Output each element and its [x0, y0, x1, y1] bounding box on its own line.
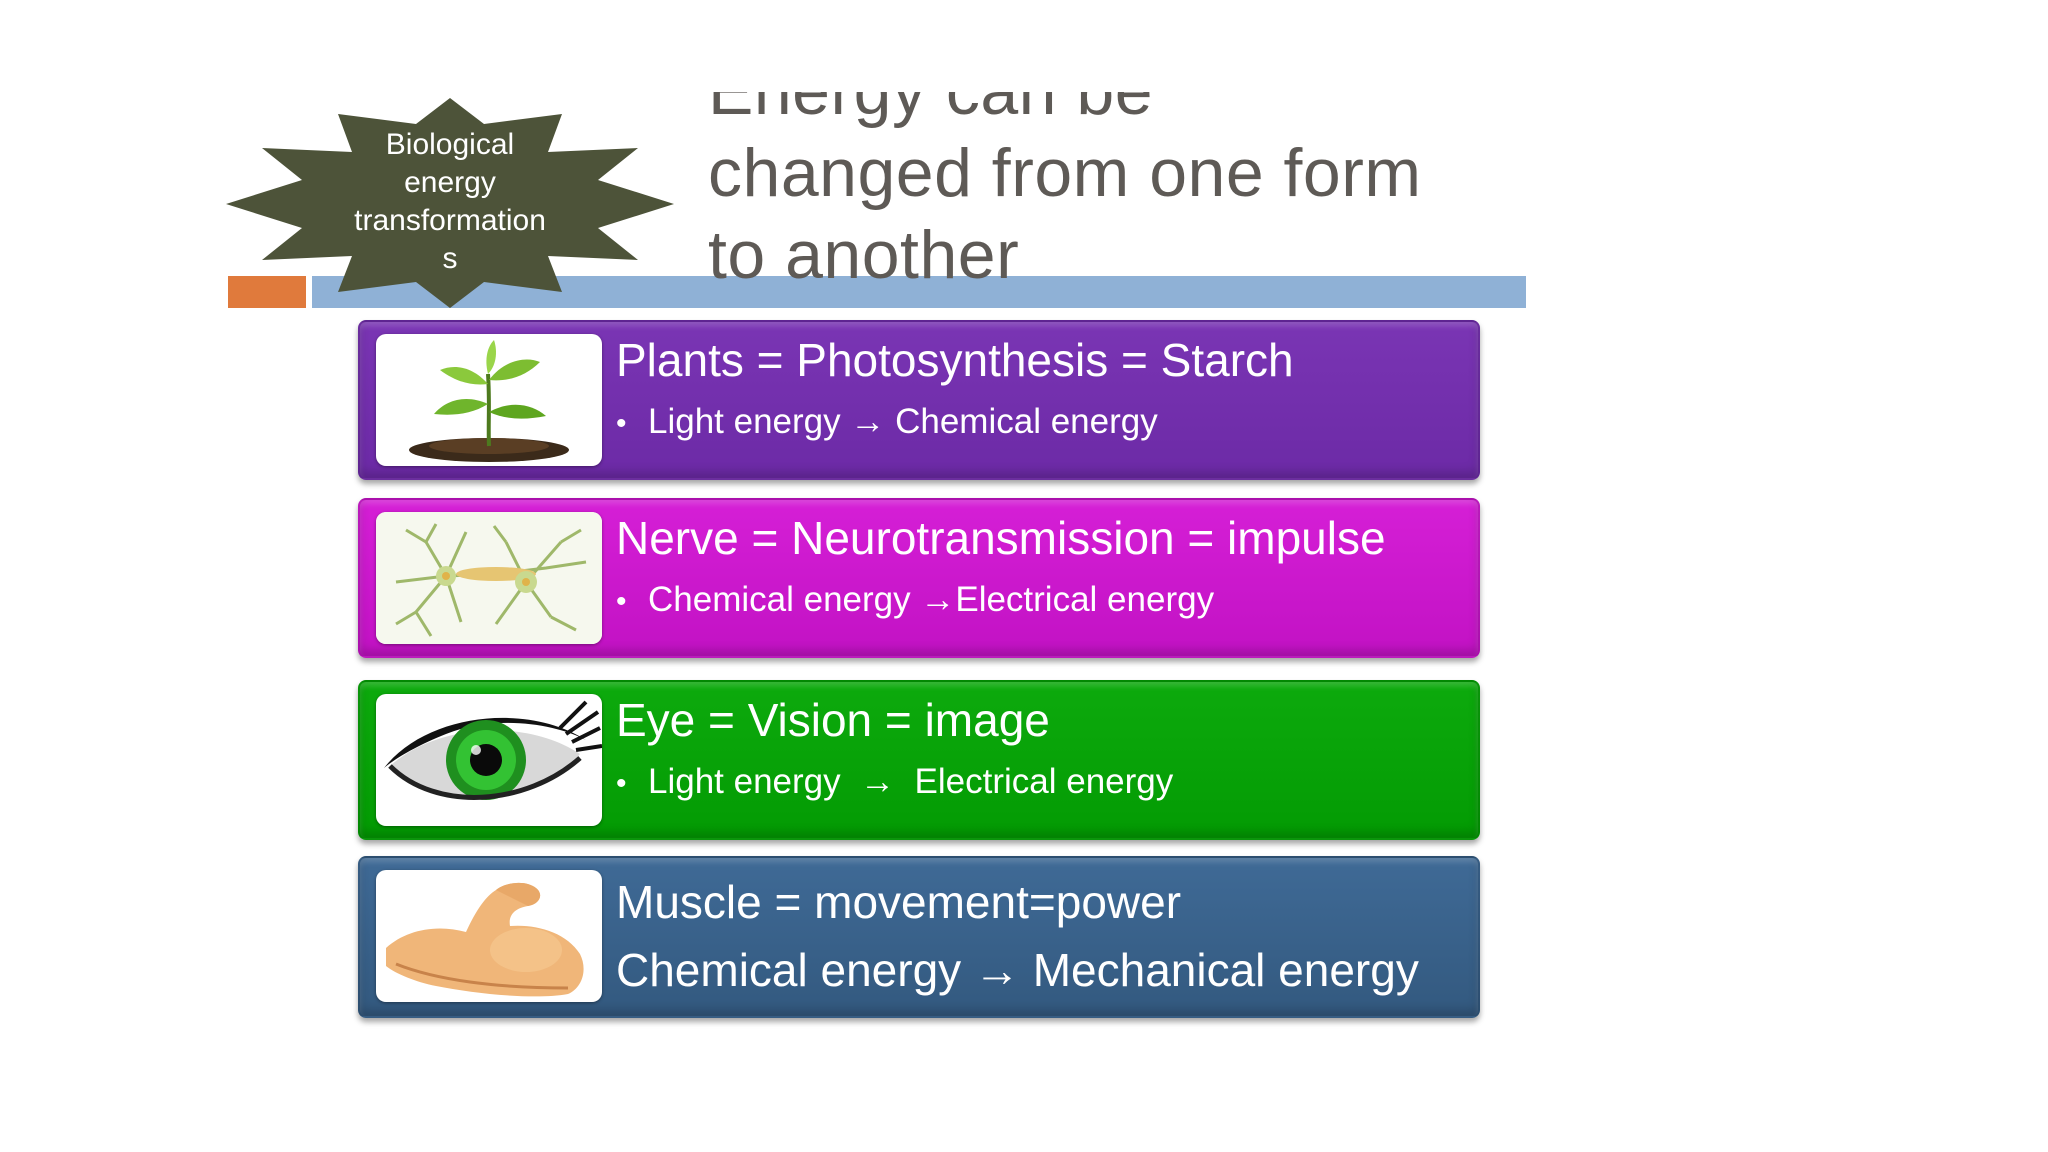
card-plants-bullet-text: Light energy → Chemical energy: [648, 402, 1158, 441]
accent-bar-orange: [228, 276, 306, 308]
card-eye: Eye = Vision = image • Light energy → Ele…: [358, 680, 1480, 840]
bullet-dot-icon: •: [616, 585, 627, 618]
badge-line-1: Biological: [385, 128, 515, 161]
title-line-3: to another: [708, 217, 1020, 293]
starburst-badge: Biological energy transformation s: [226, 96, 674, 310]
card-plants: Plants = Photosynthesis = Starch • Light …: [358, 320, 1480, 480]
card-nerve-bullet-text: Chemical energy →Electrical energy: [648, 580, 1215, 619]
card-eye-heading: Eye = Vision = image: [616, 694, 1050, 746]
card-muscle-line2: Chemical energy → Mechanical energy: [616, 944, 1419, 996]
eye-icon: [376, 694, 602, 826]
muscle-arm-icon: [376, 870, 602, 1002]
card-nerve-heading: Nerve = Neurotransmission = impulse: [616, 512, 1386, 564]
title-line-1: Energy can be: [708, 92, 1560, 132]
plant-icon: [376, 334, 602, 466]
badge-line-3: transformation: [354, 204, 546, 237]
card-muscle-heading: Muscle = movement=power: [616, 876, 1182, 928]
card-muscle: Muscle = movement=power Chemical energy …: [358, 856, 1480, 1018]
starburst-shape: [226, 98, 674, 308]
card-nerve-bullet: • Chemical energy →Electrical energy: [616, 576, 1214, 626]
card-plants-heading: Plants = Photosynthesis = Starch: [616, 334, 1294, 386]
badge-line-2: energy: [404, 166, 496, 199]
title-line-2: changed from one form: [708, 135, 1422, 211]
card-plants-bullet: • Light energy → Chemical energy: [616, 398, 1158, 448]
badge-label: Biological energy transformation s: [330, 126, 570, 278]
card-eye-bullet: • Light energy → Electrical energy: [616, 758, 1173, 808]
neuron-icon: [376, 512, 602, 644]
card-nerve: Nerve = Neurotransmission = impulse • Che…: [358, 498, 1480, 658]
slide-title: Energy can be changed from one form to a…: [700, 92, 1560, 302]
badge-line-4: s: [442, 242, 458, 275]
card-eye-bullet-text: Light energy → Electrical energy: [648, 762, 1174, 801]
bullet-dot-icon: •: [616, 767, 627, 800]
bullet-dot-icon: •: [616, 407, 627, 440]
